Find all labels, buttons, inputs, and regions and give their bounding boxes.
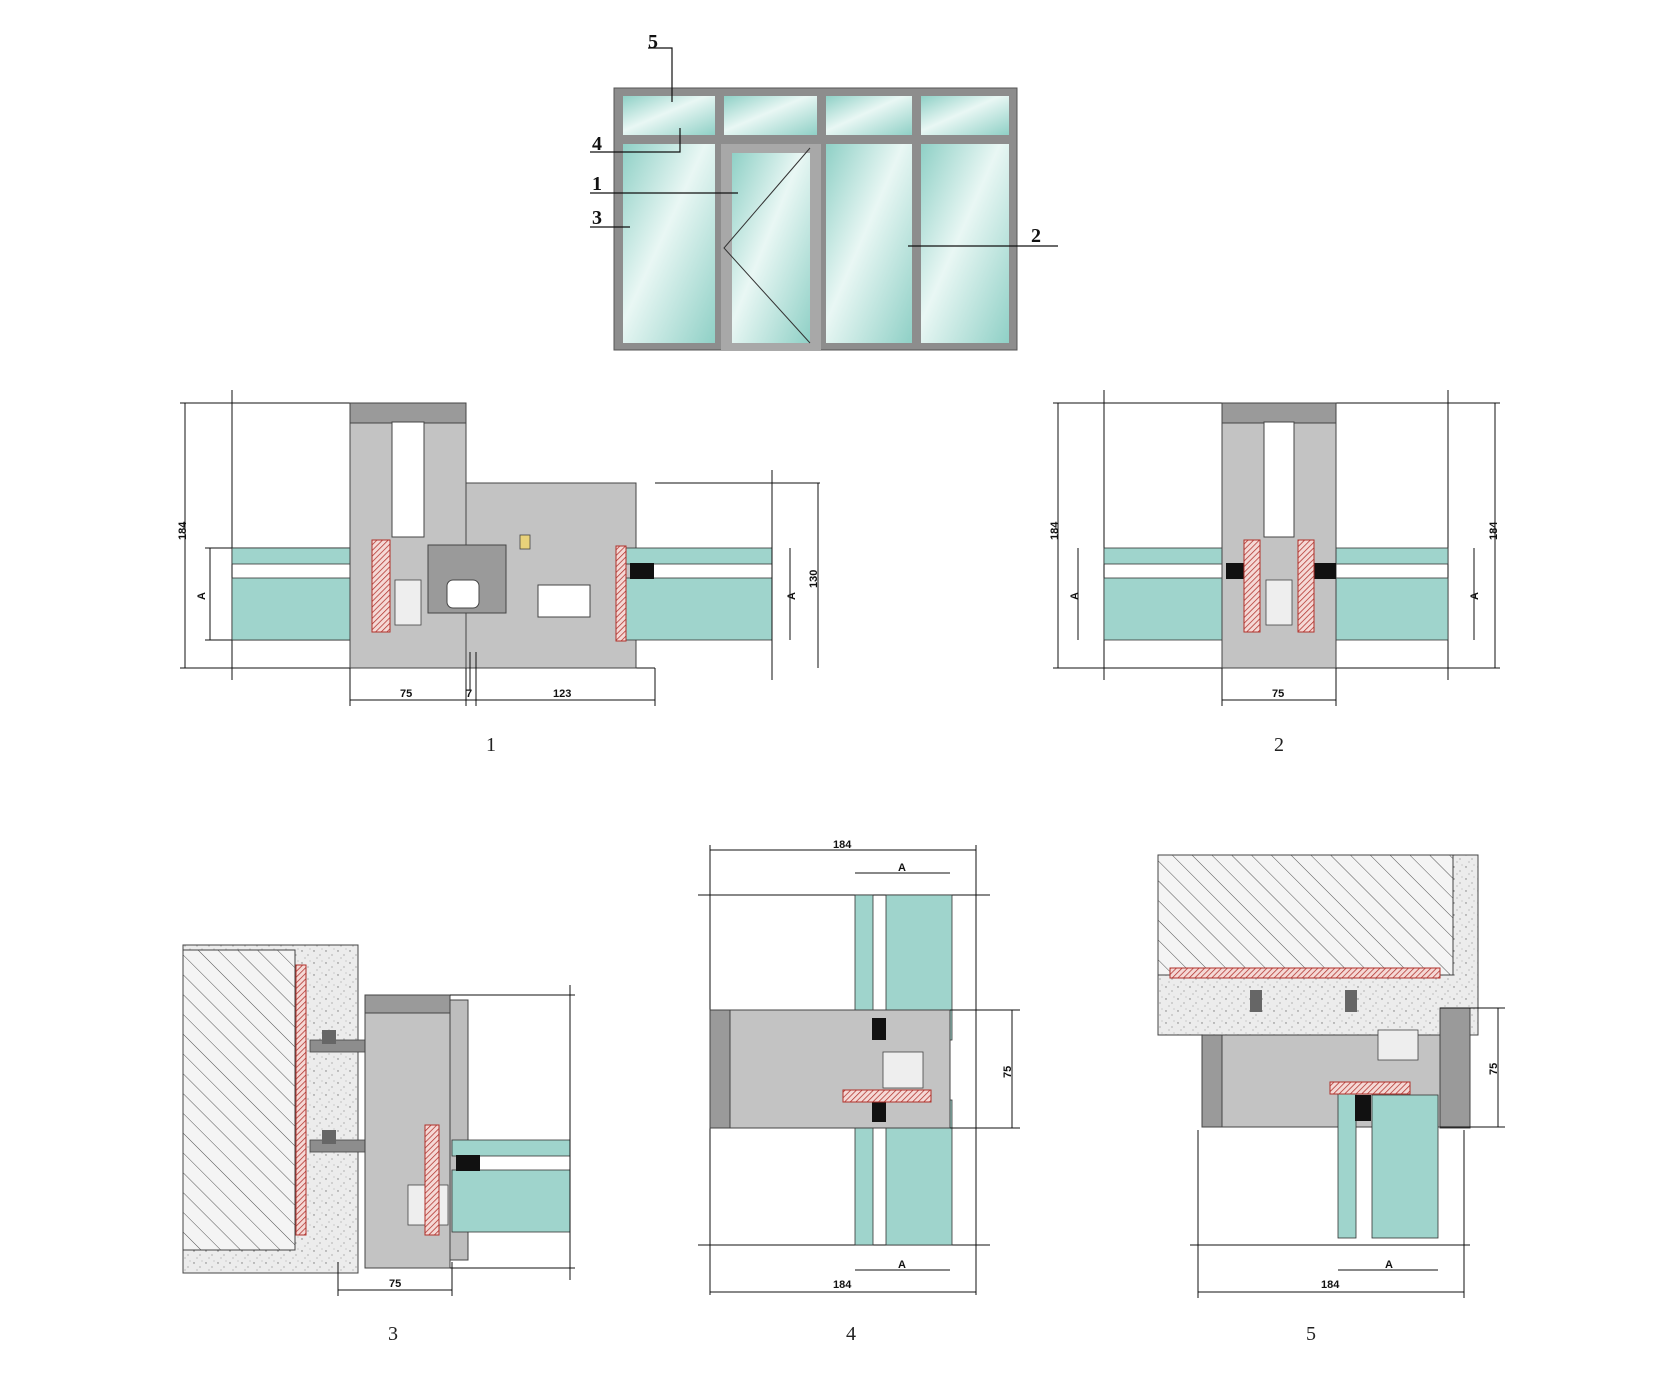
dim-a-top: A bbox=[898, 862, 906, 874]
dim-184-right: 184 bbox=[1488, 521, 1500, 540]
bolt-icon bbox=[1345, 990, 1357, 1012]
callout-5: 5 bbox=[648, 31, 658, 53]
concrete-wall bbox=[182, 949, 296, 1251]
section-1: 184 A A 130 75 bbox=[177, 390, 820, 756]
door-glass bbox=[732, 153, 810, 343]
glass-right-inner bbox=[625, 577, 773, 641]
glass-left-outer bbox=[231, 547, 351, 565]
glass-pane bbox=[921, 96, 1009, 135]
glass-outer bbox=[1337, 1089, 1357, 1239]
mullion-cavity bbox=[391, 421, 425, 538]
dim-184-top: 184 bbox=[833, 839, 852, 851]
waterproof-layer bbox=[295, 964, 307, 1236]
glass-pane bbox=[724, 96, 817, 135]
section-2: 184 184 A A 75 2 bbox=[1049, 390, 1500, 756]
glass-pane bbox=[623, 144, 715, 343]
caption-2: 2 bbox=[1274, 734, 1284, 756]
door-swing-mark bbox=[723, 147, 811, 344]
bolt-icon bbox=[1250, 990, 1262, 1012]
thermal-break bbox=[394, 579, 422, 626]
elevation-view: 5 4 1 3 2 bbox=[590, 31, 1058, 351]
callout-3: 3 bbox=[592, 207, 602, 229]
dim-a-left: A bbox=[1069, 592, 1081, 600]
glass-left-inner bbox=[231, 577, 351, 641]
caption-4: 4 bbox=[846, 1323, 856, 1345]
dim-75: 75 bbox=[1272, 688, 1284, 700]
glass-inner bbox=[1371, 1094, 1439, 1239]
dim-a-left: A bbox=[196, 592, 208, 600]
section-3: 75 3 bbox=[182, 944, 575, 1345]
dim-123: 123 bbox=[553, 688, 571, 700]
callout-2: 2 bbox=[1031, 225, 1041, 247]
bolt-icon bbox=[322, 1030, 336, 1044]
dim-130: 130 bbox=[808, 570, 820, 588]
section-4: 184 A 75 A 184 4 bbox=[698, 839, 1020, 1345]
dim-75: 75 bbox=[389, 1278, 401, 1290]
glass-pane bbox=[623, 96, 715, 135]
anchor-top bbox=[309, 1039, 366, 1053]
callout-leader-5 bbox=[648, 47, 673, 102]
bolt-icon bbox=[322, 1130, 336, 1144]
dim-184-bottom: 184 bbox=[833, 1279, 852, 1291]
dim-75: 75 bbox=[1002, 1066, 1014, 1078]
dim-a-right: A bbox=[1469, 592, 1481, 600]
dim-75: 75 bbox=[400, 688, 412, 700]
caption-5: 5 bbox=[1306, 1323, 1316, 1345]
dim-184-left: 184 bbox=[1049, 521, 1061, 540]
callout-leader-4 bbox=[590, 128, 681, 153]
dim-7: 7 bbox=[466, 688, 472, 700]
seal-gasket bbox=[371, 539, 391, 633]
caption-3: 3 bbox=[388, 1323, 398, 1345]
anchor-bottom bbox=[309, 1139, 366, 1153]
glass-pane bbox=[921, 144, 1009, 343]
spacer-right bbox=[630, 563, 654, 579]
dim-a: A bbox=[1385, 1259, 1393, 1271]
waterproof-layer bbox=[1169, 967, 1441, 979]
concrete-slab bbox=[1157, 854, 1454, 976]
glass-pane bbox=[826, 144, 912, 343]
dim-a-bottom: A bbox=[898, 1259, 906, 1271]
caption-1: 1 bbox=[486, 734, 496, 756]
dim-75: 75 bbox=[1488, 1063, 1500, 1075]
callout-4: 4 bbox=[592, 133, 602, 155]
callout-1: 1 bbox=[592, 173, 602, 195]
hardware-part bbox=[519, 534, 531, 550]
glass-inner bbox=[451, 1169, 571, 1233]
glass-outer bbox=[451, 1139, 571, 1157]
section-5: 75 A 184 5 bbox=[1157, 854, 1505, 1345]
dim-184: 184 bbox=[1321, 1279, 1340, 1291]
dim-184: 184 bbox=[177, 521, 189, 540]
glass-right-outer bbox=[625, 547, 773, 565]
glass-pane bbox=[826, 96, 912, 135]
dim-a-right: A bbox=[786, 592, 798, 600]
